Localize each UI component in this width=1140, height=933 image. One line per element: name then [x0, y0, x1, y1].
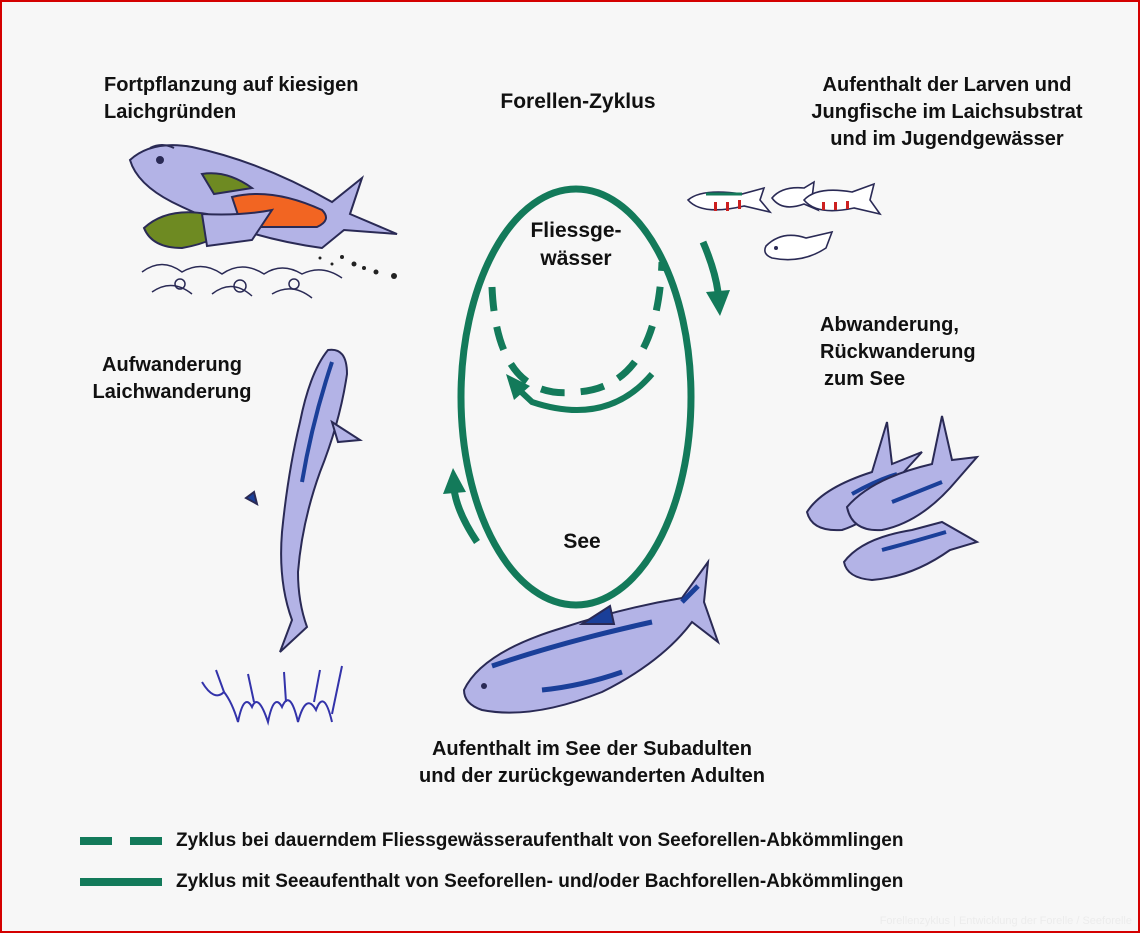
downstream-label-line2: Rückwanderung: [820, 341, 976, 363]
lake-cycle-ring: [457, 185, 695, 609]
legend-solid-line: [80, 878, 162, 886]
diagram-title: Forellen-Zyklus: [500, 90, 656, 113]
stream-label-line2: wässer: [540, 247, 612, 270]
legend-dashed-label: Zyklus bei dauerndem Fliessgewässeraufen…: [176, 830, 904, 851]
lake-stage-label-line1: Aufenthalt im See der Subadulten: [431, 738, 753, 760]
upstream-label-line1: Aufwanderung: [102, 354, 242, 376]
spawning-fish-pair: [128, 144, 398, 250]
larvae-label-line2: Jungfische im Laichsubstrat: [811, 101, 1083, 123]
upstream-arrowhead: [443, 468, 466, 494]
stream-cycle-arrowhead: [506, 374, 530, 400]
spawning-label-line2: Laichgründen: [104, 101, 237, 123]
downstream-label-line1: Abwanderung,: [820, 314, 959, 336]
juvenile-fish-group: [686, 180, 882, 261]
downstream-arrow: [699, 240, 722, 293]
stream-cycle-inner-arrow: [513, 372, 655, 413]
spawning-label-line1: Fortpflanzung auf kiesigen: [104, 74, 359, 96]
legend-solid-row: Zyklus mit Seeaufenthalt von Seeforellen…: [80, 871, 903, 893]
lake-adult-fish: [462, 558, 721, 714]
lake-stage-label-line2: und der zurückgewanderten Adulten: [419, 765, 765, 787]
watermark-text: Forellenzyklus | Entwicklung der Forelle…: [879, 915, 1132, 927]
river-plants: [201, 665, 343, 726]
legend-dashed-line: [80, 837, 162, 845]
larvae-label-line1: Aufenthalt der Larven und: [822, 74, 1072, 96]
legend-dashed-row: Zyklus bei dauerndem Fliessgewässeraufen…: [80, 830, 903, 852]
upstream-label-line2: Laichwanderung: [92, 381, 252, 403]
stream-cycle-dashed-arc: [488, 261, 666, 397]
stream-label-line1: Fliessge-: [530, 219, 622, 242]
downstream-fish-group: [805, 415, 980, 582]
larvae-label-line3: und im Jugendgewässer: [830, 128, 1064, 150]
upstream-migrating-fish: [244, 348, 363, 653]
spawned-eggs: [318, 255, 397, 279]
legend-solid-label: Zyklus mit Seeaufenthalt von Seeforellen…: [176, 871, 904, 892]
gravel-bed: [141, 263, 343, 299]
downstream-arrowhead: [706, 290, 730, 316]
downstream-label-line3: zum See: [824, 368, 906, 390]
lake-label: See: [563, 530, 601, 553]
